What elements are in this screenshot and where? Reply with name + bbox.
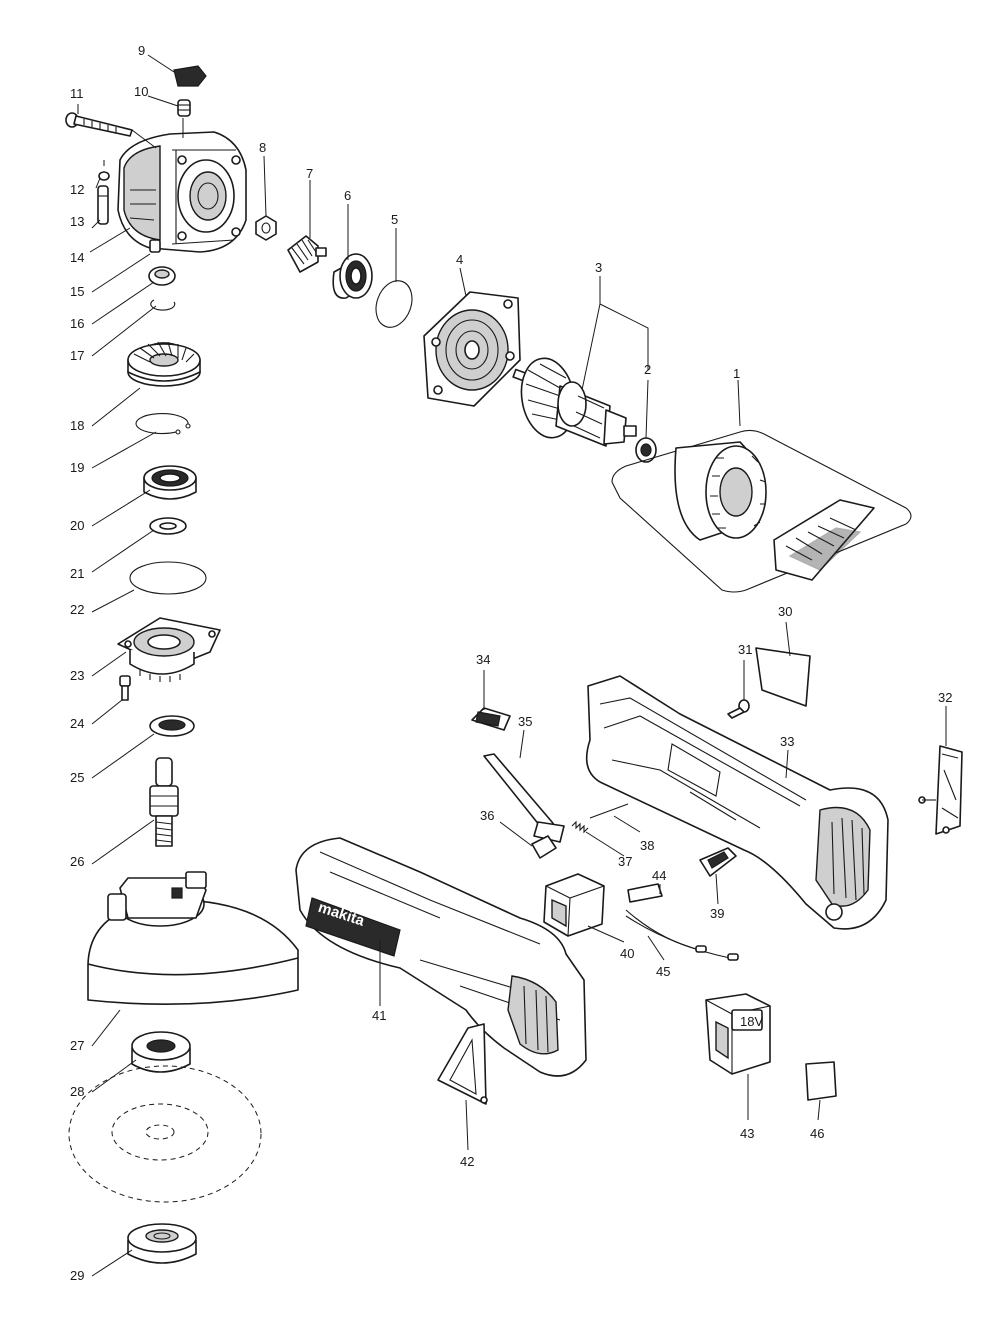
part-34-switch-lever [471, 707, 511, 731]
part-30-label [755, 647, 811, 707]
part-15-needle-bearing [149, 239, 161, 253]
part-6-ball-bearing [332, 253, 373, 299]
part-label-7: 7 [306, 166, 313, 181]
part-label-26: 26 [70, 854, 84, 869]
part-label-5: 5 [391, 212, 398, 227]
part-label-14: 14 [70, 250, 84, 265]
part-16-ball-bearing [148, 266, 176, 286]
part-44-connector [627, 883, 663, 903]
part-22-o-ring [129, 561, 207, 595]
part-label-46: 46 [810, 1126, 824, 1141]
part-4-baffle-plate [423, 291, 521, 407]
part-43-battery-terminal: 18V [705, 993, 771, 1075]
part-label-18: 18 [70, 418, 84, 433]
part-3-rotor [512, 357, 637, 447]
part-label-8: 8 [259, 140, 266, 155]
part-7-pinion-gear [287, 235, 327, 273]
part-label-33: 33 [780, 734, 794, 749]
part-label-24: 24 [70, 716, 84, 731]
part-8-nut [255, 215, 277, 241]
part-32-end-cover [918, 745, 963, 835]
part-label-34: 34 [476, 652, 490, 667]
part-45-lead-wires [625, 909, 739, 961]
part-label-29: 29 [70, 1268, 84, 1283]
part-label-31: 31 [738, 642, 752, 657]
part-2-ball-bearing [635, 437, 657, 463]
part-11-screw [65, 112, 133, 137]
part-33-motor-housing [585, 675, 889, 930]
part-19-retaining-ring [135, 413, 191, 435]
part-20-ball-bearing [143, 465, 197, 500]
part-label-42: 42 [460, 1154, 474, 1169]
battery-voltage-mark: 18V [740, 1014, 763, 1029]
part-39-switch-block [699, 847, 737, 877]
part-label-4: 4 [456, 252, 463, 267]
part-41-housing: makita [295, 837, 587, 1077]
part-26-spindle [149, 757, 179, 847]
part-5-o-ring [375, 280, 413, 328]
part-label-10: 10 [134, 84, 148, 99]
part-label-25: 25 [70, 770, 84, 785]
part-13-pin [97, 185, 109, 225]
part-label-17: 17 [70, 348, 84, 363]
part-label-30: 30 [778, 604, 792, 619]
part-label-16: 16 [70, 316, 84, 331]
part-21-washer [149, 517, 187, 535]
part-label-41: 41 [372, 1008, 386, 1023]
leader-lines [77, 54, 947, 1277]
part-label-9: 9 [138, 43, 145, 58]
part-label-45: 45 [656, 964, 670, 979]
part-17-retaining-ring [150, 299, 176, 311]
part-label-39: 39 [710, 906, 724, 921]
part-28-inner-flange [131, 1031, 191, 1073]
part-number-labels: 1 2 3 4 5 6 7 8 9 10 11 12 13 14 15 16 1… [70, 43, 952, 1283]
part-35-switch-lever-arm [483, 753, 565, 843]
part-14-gear-housing [117, 131, 247, 253]
part-42-handle-cover [437, 1023, 488, 1105]
part-label-23: 23 [70, 668, 84, 683]
part-label-6: 6 [344, 188, 351, 203]
part-18-spiral-bevel-gear [127, 341, 201, 387]
part-label-32: 32 [938, 690, 952, 705]
part-label-36: 36 [480, 808, 494, 823]
part-24-screw [119, 675, 131, 701]
part-37-spring [571, 820, 589, 834]
part-label-43: 43 [740, 1126, 754, 1141]
part-label-38: 38 [640, 838, 654, 853]
part-label-37: 37 [618, 854, 632, 869]
part-38-rod [589, 803, 629, 819]
part-label-27: 27 [70, 1038, 84, 1053]
part-9-shaft-lock-cap [173, 65, 207, 87]
part-label-13: 13 [70, 214, 84, 229]
part-46-label [805, 1061, 837, 1101]
part-29-lock-nut [127, 1223, 197, 1264]
part-label-3: 3 [595, 260, 602, 275]
part-label-20: 20 [70, 518, 84, 533]
part-label-21: 21 [70, 566, 84, 581]
part-label-11: 11 [70, 86, 84, 101]
part-40-controller [543, 873, 605, 937]
part-31-screw [727, 699, 750, 719]
part-label-12: 12 [70, 182, 84, 197]
part-25-labyrinth-ring [149, 715, 195, 737]
part-label-44: 44 [652, 868, 666, 883]
part-23-bearing-box [117, 617, 221, 682]
part-label-2: 2 [644, 362, 651, 377]
part-label-35: 35 [518, 714, 532, 729]
part-label-19: 19 [70, 460, 84, 475]
part-label-40: 40 [620, 946, 634, 961]
part-label-15: 15 [70, 284, 84, 299]
part-1-stator-assembly [611, 429, 912, 593]
part-label-1: 1 [733, 366, 740, 381]
part-10-spring [177, 99, 191, 117]
part-12-o-ring [98, 171, 110, 181]
part-27-wheel-guard [87, 871, 299, 1006]
grinding-wheel-outline [68, 1065, 262, 1203]
part-label-28: 28 [70, 1084, 84, 1099]
part-label-22: 22 [70, 602, 84, 617]
part-36-switch-block [531, 835, 557, 859]
